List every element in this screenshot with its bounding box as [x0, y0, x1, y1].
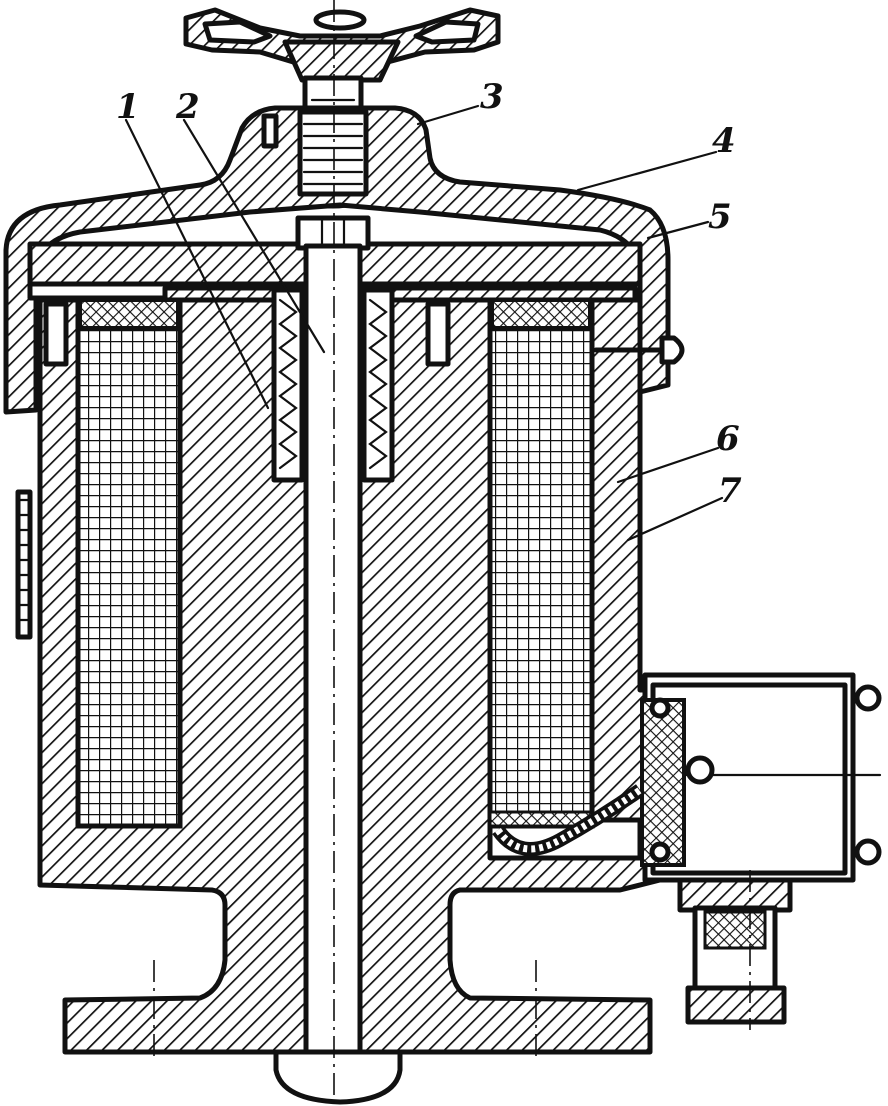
tie-rod: [273, 243, 403, 1105]
callout-6: 6: [716, 419, 740, 459]
drain-fitting: [677, 877, 793, 1025]
center-axes: [153, 0, 751, 1106]
callout-2: 2: [175, 87, 200, 127]
callout-3: 3: [480, 77, 504, 117]
handwheel: [183, 7, 501, 83]
callout-7: 7: [718, 471, 742, 511]
pressure-indicator-box: [492, 672, 882, 883]
leader-lines: [124, 104, 724, 542]
callout-1: 1: [116, 87, 140, 127]
filter-element-left: [75, 298, 183, 829]
dowel-pins: [43, 301, 451, 367]
callout-5: 5: [708, 197, 732, 237]
filter-cover: [3, 105, 671, 415]
spring: [271, 287, 395, 483]
callout-4: 4: [712, 121, 736, 161]
filter-element-right: [487, 297, 595, 829]
callout-labels: 1 2 3 4 5 6 7: [116, 77, 742, 511]
side-screw: [593, 335, 685, 365]
